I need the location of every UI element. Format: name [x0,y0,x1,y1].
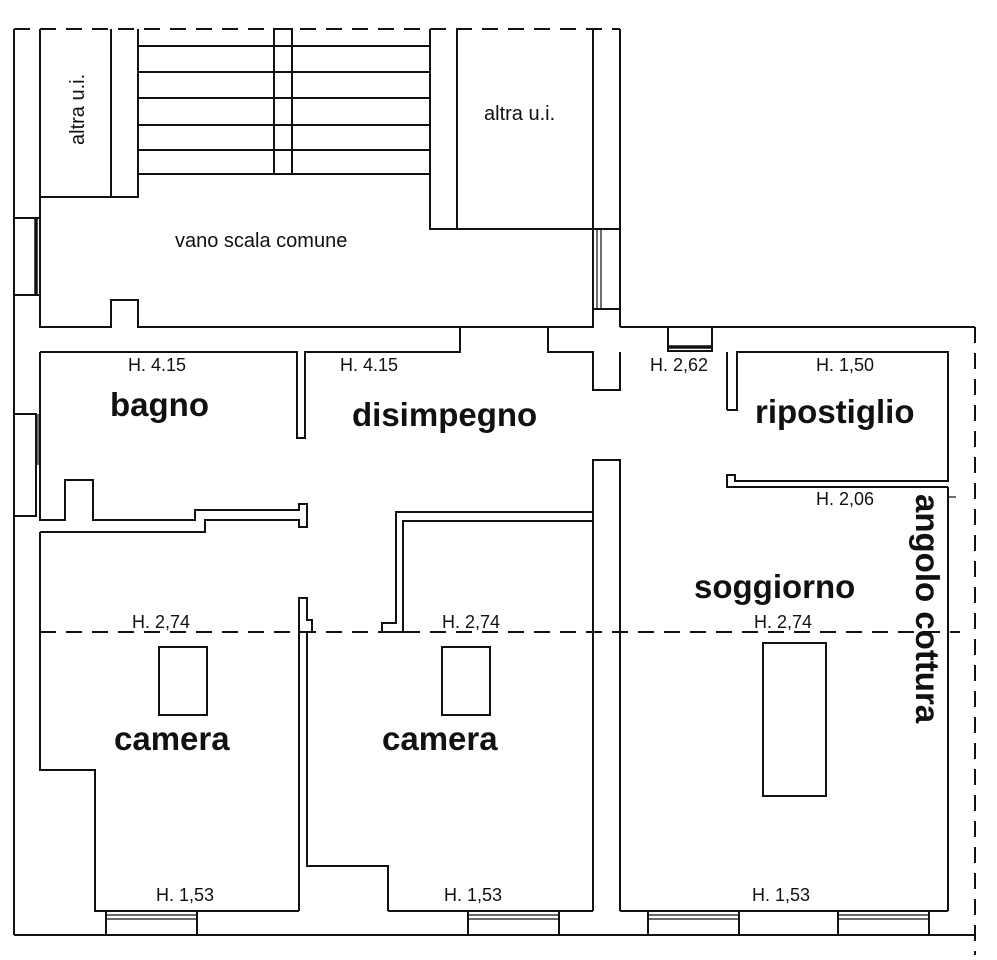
height-camera1-mid: H. 2,74 [132,612,191,632]
camera2-top-wall [381,511,593,633]
height-soggiorno-top: H. 2,06 [816,489,875,509]
room-label-angolo-cottura: angolo cottura [909,494,946,724]
partition-camera1-camera2 [298,597,389,911]
entry-door [667,326,713,352]
stairwell [39,28,594,328]
entry-pillar [547,327,621,391]
window-bagno [13,413,39,517]
window-stair-left [13,217,41,296]
room-label-disimpegno: disimpegno [352,396,538,433]
ripostiglio-walls [726,351,949,488]
partition-camera2-soggiorno [592,459,621,911]
room-label-ripostiglio: ripostiglio [755,393,915,430]
room-label-altra-ui-right: altra u.i. [484,103,556,125]
height-camera2-mid: H. 2,74 [442,612,501,632]
beam-camera1 [158,646,208,716]
room-label-camera-1: camera [114,720,230,757]
room-label-camera-2: camera [382,720,498,757]
height-door: H. 2,62 [650,355,709,375]
room-label-soggiorno: soggiorno [694,568,856,605]
room-label-vano-scala: vano scala comune [175,230,348,252]
bagno-top-wall [40,327,461,439]
window-soggiorno-1 [647,910,740,936]
beam-soggiorno [762,642,827,797]
bagno-bottom-wall [39,352,308,533]
window-camera1 [105,910,198,936]
window-stair-right [592,228,621,310]
height-soggiorno-mid: H. 2,74 [754,612,813,632]
window-soggiorno-2 [837,910,930,936]
room-label-bagno: bagno [110,386,209,423]
height-camera2-bottom: H. 1,53 [444,885,503,905]
window-camera2 [467,910,560,936]
room-label-altra-ui-left: altra u.i. [67,73,89,145]
height-soggiorno-bottom: H. 1,53 [752,885,811,905]
height-camera1-bottom: H. 1,53 [156,885,215,905]
height-ripostiglio: H. 1,50 [816,355,875,375]
height-disimpegno: H. 4.15 [340,355,399,375]
beam-camera2 [441,646,491,716]
height-bagno: H. 4.15 [128,355,187,375]
